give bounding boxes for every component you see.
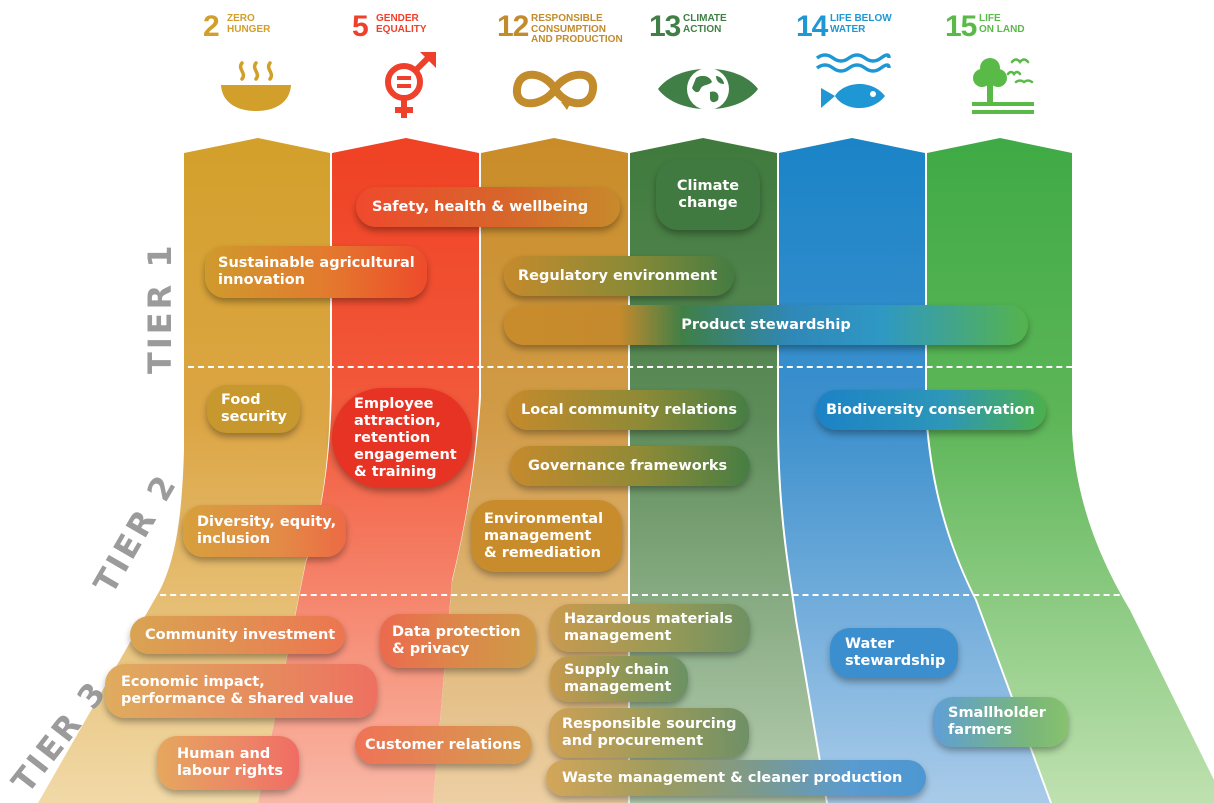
fish-icon [815,53,891,109]
topic-economic-impact[interactable]: Economic impact, performance & shared va… [105,664,377,718]
topic-label: Hazardous materials management [564,611,733,644]
sdg-12-label: RESPONSIBLE CONSUMPTION AND PRODUCTION [531,13,623,45]
topic-label: Community investment [145,626,336,643]
topic-label: Climate change [676,178,740,211]
topic-diversity-equity-inclusion[interactable]: Diversity, equity, inclusion [183,505,346,557]
tier-1-label: TIER 1 [141,242,179,374]
topic-label: Governance frameworks [528,457,728,474]
topic-community-investment[interactable]: Community investment [130,616,345,654]
ribbon-life-on-land [927,138,1214,803]
sdg-13-number: 13 [649,10,681,43]
bowl-icon [221,61,291,111]
topic-label: Economic impact, performance & shared va… [121,674,354,707]
topic-label: Responsible sourcing and procurement [562,716,737,749]
topic-label: Sustainable agricultural innovation [218,255,415,288]
topic-label: Employee attraction, retention engagemen… [354,395,457,480]
topic-label: Food security [221,392,287,425]
sdg-14-number: 14 [796,10,828,43]
topic-label: Environmental management & remediation [484,510,604,561]
topic-water-stewardship[interactable]: Water stewardship [830,628,958,678]
topic-regulatory-environment[interactable]: Regulatory environment [504,256,734,296]
topic-governance-frameworks[interactable]: Governance frameworks [510,446,750,486]
sdg-5-number: 5 [352,10,369,43]
topic-label: Data protection & privacy [392,624,521,657]
sdg-2-label: ZERO HUNGER [227,13,271,35]
topic-label: Waste management & cleaner production [562,769,903,786]
topic-label: Smallholder farmers [948,705,1046,738]
sdg-13-label: CLIMATE ACTION [683,13,727,35]
topic-label: Customer relations [365,736,522,753]
topic-waste-management[interactable]: Waste management & cleaner production [546,760,926,796]
tier-2-3-divider [120,594,1210,596]
tier-1-2-divider [188,366,1212,368]
topic-hazardous-materials[interactable]: Hazardous materials management [550,604,750,652]
topic-customer-relations[interactable]: Customer relations [355,726,532,764]
topic-responsible-sourcing[interactable]: Responsible sourcing and procurement [549,708,749,758]
topic-label: Supply chain management [564,662,672,695]
eye-globe-icon [658,68,758,110]
topic-sustainable-agricultural-innovation[interactable]: Sustainable agricultural innovation [205,246,427,298]
topic-employee-attraction[interactable]: Employee attraction, retention engagemen… [332,388,472,488]
topic-human-labour-rights[interactable]: Human and labour rights [157,736,299,790]
topic-supply-chain-management[interactable]: Supply chain management [550,656,688,702]
topic-product-stewardship[interactable]: Product stewardship [504,305,1028,345]
sdg-5-label: GENDER EQUALITY [376,13,427,35]
infinity-icon [513,70,597,110]
topic-local-community-relations[interactable]: Local community relations [508,390,748,430]
topic-label: Regulatory environment [518,267,718,284]
topic-smallholder-farmers[interactable]: Smallholder farmers [933,697,1068,747]
sdg-2-number: 2 [203,10,220,43]
sdg-15-label: LIFE ON LAND [979,13,1025,35]
topic-biodiversity-conservation[interactable]: Biodiversity conservation [816,390,1046,430]
sdg-14-label: LIFE BELOW WATER [830,13,892,35]
gender-equality-icon [385,51,436,118]
topic-climate-change[interactable]: Climate change [656,160,760,230]
sdg-12-number: 12 [497,10,529,43]
tree-birds-icon [972,58,1034,114]
topic-safety-health-wellbeing[interactable]: Safety, health & wellbeing [356,187,620,227]
topic-food-security[interactable]: Food security [207,385,300,433]
topic-label: Diversity, equity, inclusion [197,514,337,547]
topic-label: Water stewardship [845,636,946,669]
sdg-15-number: 15 [945,10,977,43]
topic-label: Product stewardship [681,316,851,333]
topic-label: Human and labour rights [177,746,284,779]
topic-label: Biodiversity conservation [826,401,1035,418]
topic-label: Local community relations [521,401,737,418]
topic-data-protection-privacy[interactable]: Data protection & privacy [380,614,536,668]
topic-environmental-management[interactable]: Environmental management & remediation [471,500,622,572]
topic-label: Safety, health & wellbeing [372,198,589,215]
